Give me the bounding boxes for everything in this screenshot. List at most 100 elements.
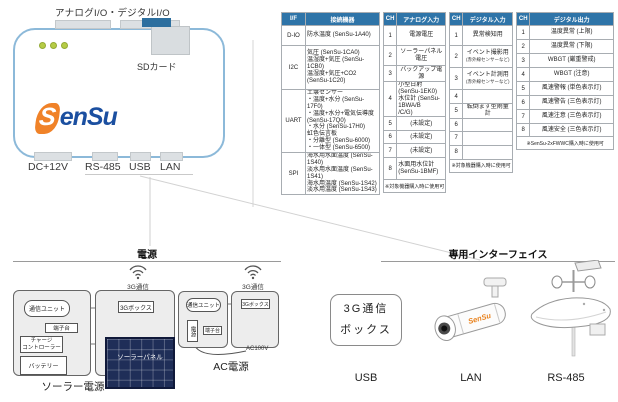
analog-note: ※対象機器購入時に使用可 [383,179,447,194]
digital-in-cell [462,117,514,132]
digital-out-cell: 温度異常 (上限) [529,25,615,40]
ac-power-caption: AC電源 [213,361,249,373]
col-header-analog: アナログ入力 [396,12,447,26]
col-header-ch: CH [449,12,464,26]
digital-out-note: ※SenSu-2xFWWC購入時に使用可 [516,136,615,150]
port-tab-power [34,152,72,161]
weather-station-image [530,260,611,357]
solar-terminal-block: 端子台 [45,323,78,333]
ch-cell: 7 [382,143,398,159]
analog-cell: バックアップ電源 [396,65,447,82]
ch-cell: 6 [516,95,531,110]
iface-cell: D-IO [281,25,306,46]
device-cell: 海水用水面温度 (SenSu-1S40) 淡水用水面温度 (SenSu-1S41… [305,152,380,196]
digital-in-cell: 転倒ます型雨量計 [462,103,514,119]
digital-in-cell: イベント計測用(赤外線センサーなど) [462,67,514,90]
ch-cell: 4 [516,67,531,82]
ch-cell: 2 [382,45,398,66]
ch-cell: 1 [382,25,398,46]
table-row: 5(未設定) [382,116,447,132]
interface-3g-box: 3G通信 ボックス [330,294,402,346]
table-header-row: CH アナログ入力 [382,12,447,26]
analog-cell: 電源電圧 [396,25,447,46]
port-underline [85,174,193,175]
ch-cell: 2 [449,45,464,68]
device-cell: 土壌センサー ・温度+水分 (SenSu-17F0) ・温度+水分+電気伝導度 … [305,88,380,154]
solar-power-caption: ソーラー電源 [41,381,105,393]
solar-battery: バッテリー [20,356,67,375]
ch-cell: 3 [516,53,531,68]
ch-cell: 3 [449,67,464,90]
ac100v-label: AC100V [246,346,269,352]
device-io-label: アナログI/O・デジタルI/O [55,8,170,19]
solar-charge-controller: チャージ コントローラー [20,336,63,353]
ac-terminal-block: 端子台 [203,326,222,335]
sd-card-icon [142,18,171,27]
ch-cell: 4 [449,89,464,104]
cell-sublabel: (赤外線センサーなど) [465,56,510,62]
table-header-row: CH デジタル入力 [449,12,514,26]
digital-out-cell: 温度異常 (下限) [529,39,615,54]
device-cell: 気圧 (SenSu-1CA0) 温湿度+気圧 (SenSu-1CB0) 温湿度+… [305,45,380,90]
table-row: 6 [449,117,514,132]
wifi-3g-icon [244,265,262,280]
analog-cell: (未設定) [396,130,447,145]
col-header-iface: I/F [281,12,306,26]
port-label-usb: USB [129,161,151,173]
port-tab-usb [130,152,151,161]
port-tab-lan [160,152,183,161]
interface-lan-label: LAN [460,372,482,384]
ch-cell: 5 [382,116,398,132]
cell-label: イベント撮影用 [466,50,509,57]
io-connector-tab [55,20,111,29]
status-led [61,42,68,49]
ch-cell: 6 [382,130,398,145]
digital-in-cell [462,130,514,146]
ch-cell: 4 [382,80,398,118]
ch-cell: 5 [516,81,531,96]
ch-cell: 8 [516,123,531,137]
ch-cell: 7 [516,109,531,124]
interface-section-rule [381,261,615,262]
ac-power-unit: 電源 [187,320,198,342]
iface-cell: I2C [281,45,306,90]
interface-section-title: 専用インターフェイス [448,250,548,261]
table-row: 7 [449,130,514,146]
analog-cell: (未設定) [396,116,447,132]
port-label-lan: LAN [160,161,181,173]
digital-in-cell [462,144,514,160]
digital-out-cell: 風速警報 (単色表示灯) [529,81,615,96]
ac-comm-unit: 通信ユニット [186,298,221,312]
digital-out-cell: WBGT (注意) [529,67,615,82]
sensu-logo-text: enSu [59,103,118,131]
table-row: 8 [449,144,514,160]
solar-panel: ソーラーパネル [105,337,175,389]
ch-cell: 8 [449,144,464,160]
port-label-rs485: RS-485 [85,161,121,173]
solar-3g-label: 3G通信 [127,284,149,291]
digital-out-cell: 風速安全 (三色表示灯) [529,123,615,137]
digital-in-note: ※対象機器購入時に使用可 [449,158,514,173]
iface-cell: SPI [281,152,306,196]
analog-cell: 小型日射 (SenSu-1EK0) 水位計 (SenSu-1BWA/B /C/G… [396,80,447,118]
cell-sublabel: (赤外線センサーなど) [465,78,510,84]
